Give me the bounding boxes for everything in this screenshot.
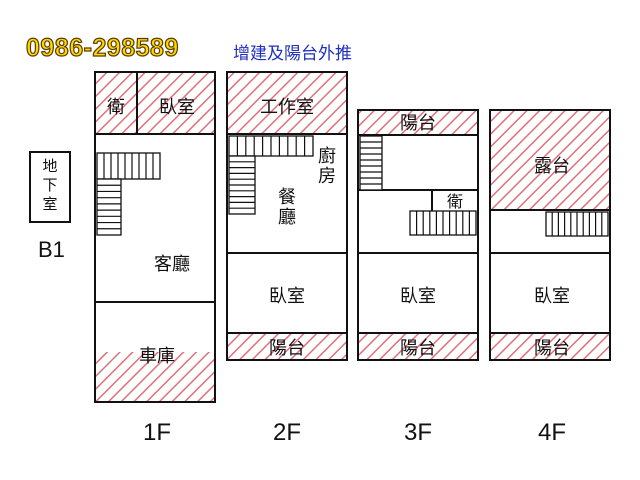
basement: 地下室 B1 <box>29 151 71 262</box>
extension-note: 增建及陽台外推 <box>233 44 352 64</box>
basement-name-1: 地下室 <box>42 157 57 213</box>
room-1f-bedroom: 臥室 <box>159 97 195 118</box>
stairs-1f <box>96 152 161 236</box>
hatch-1f-top <box>95 72 215 134</box>
floor-2f: 工作室 廚房 餐廳 臥室 陽台 2F <box>226 71 348 446</box>
room-2f-bedroom: 臥室 <box>269 286 305 307</box>
floor-4f: 露台 臥室 陽台 4F <box>489 109 611 446</box>
hatch-4f-top <box>490 110 610 210</box>
stairs-2f <box>228 135 314 215</box>
floor-3f: 陽台 衛 臥室 陽台 3F <box>357 109 479 446</box>
room-3f-balcony-top: 陽台 <box>400 113 436 134</box>
floor-label-4f: 4F <box>538 419 566 446</box>
hatch-2f-bottom <box>227 333 347 360</box>
room-3f-bedroom: 臥室 <box>400 286 436 307</box>
room-2f-dining-1: 餐廳 <box>278 187 296 228</box>
hatch-1f-bottom <box>95 352 215 402</box>
room-1f-living: 客廳 <box>154 254 190 275</box>
floor-label-3f: 3F <box>404 419 432 446</box>
basement-label: B1 <box>38 237 65 262</box>
hatch-3f-bottom <box>358 333 478 360</box>
room-4f-balcony: 陽台 <box>534 338 570 359</box>
room-2f-study: 工作室 <box>260 97 314 118</box>
hatch-4f-bottom <box>490 333 610 360</box>
room-2f-kitchen-1: 廚房 <box>318 145 336 187</box>
stairs-3f <box>359 135 477 236</box>
hatch-3f-top <box>358 110 478 135</box>
room-1f-bath: 衛 <box>107 97 125 118</box>
room-3f-bath: 衛 <box>447 192 463 211</box>
stairs-4f <box>545 211 609 237</box>
floor-label-2f: 2F <box>273 419 301 446</box>
hatch-2f-top <box>227 72 347 134</box>
floor-label-1f: 1F <box>143 419 171 446</box>
room-4f-bedroom: 臥室 <box>534 286 570 307</box>
floor-1f: 衛 臥室 客廳 車庫 1F <box>94 71 216 446</box>
room-3f-balcony: 陽台 <box>400 338 436 359</box>
room-2f-balcony: 陽台 <box>269 338 305 359</box>
room-1f-garage: 車庫 <box>139 346 175 367</box>
phone-number: 0986-298589 <box>25 33 179 62</box>
room-4f-terrace: 露台 <box>534 156 570 177</box>
